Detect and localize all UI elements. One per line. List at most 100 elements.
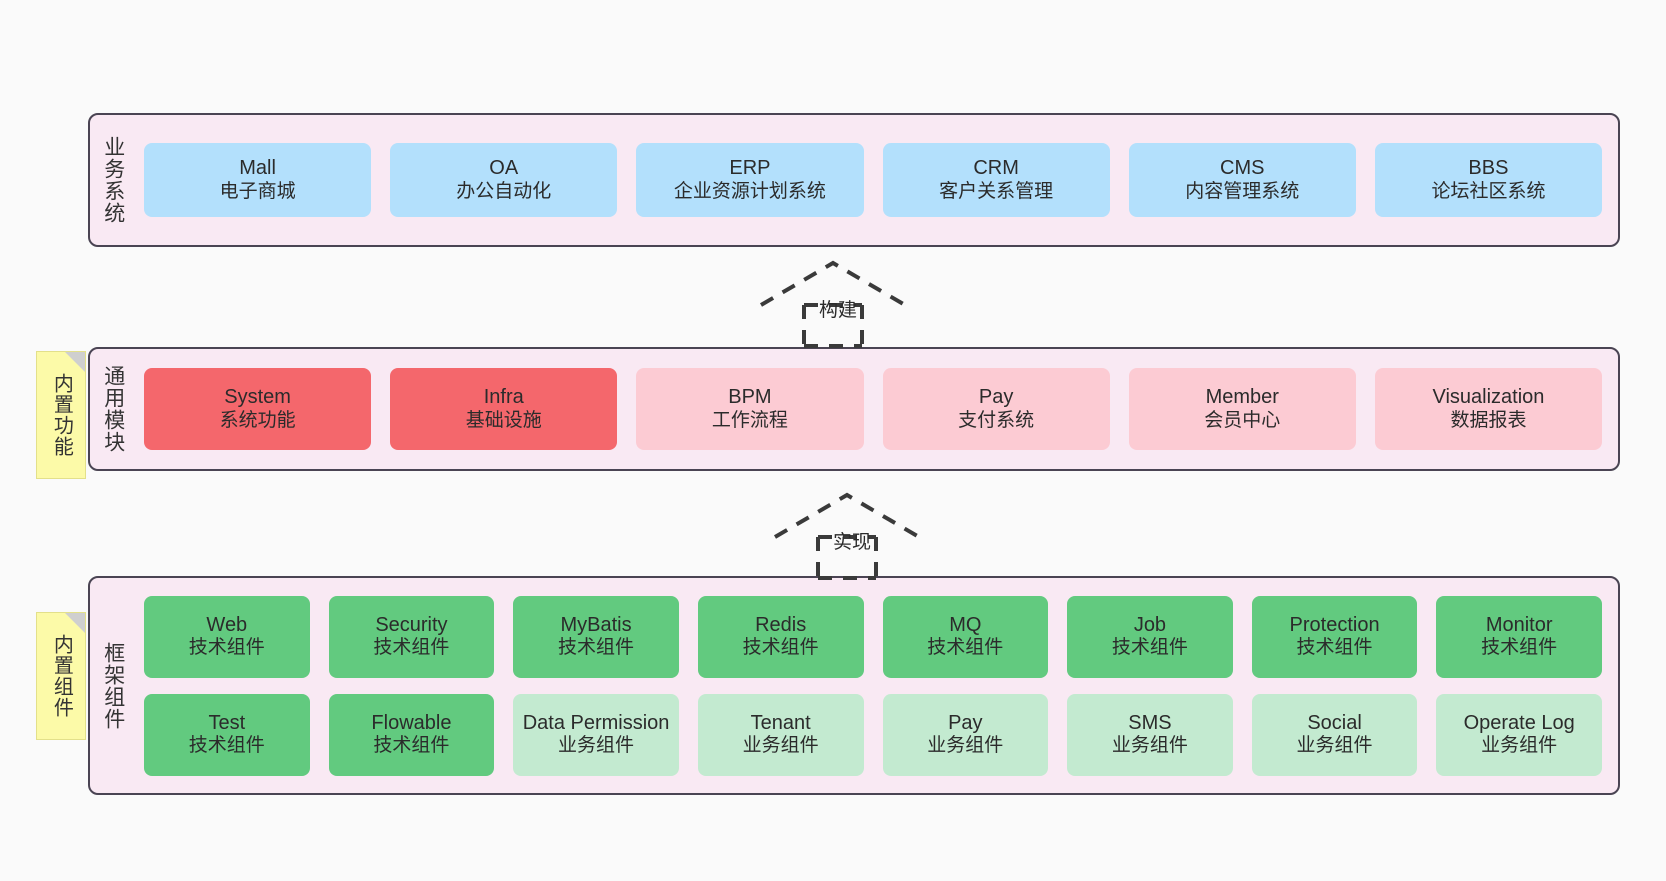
relation-implement-arrow-icon [773,492,921,580]
box-flowable[interactable]: Flowable 技术组件 [328,693,495,776]
box-member-en: Member [1205,386,1279,408]
box-mall[interactable]: Mall 电子商城 [144,143,372,217]
box-monitor-cn: 技术组件 [1481,637,1558,659]
box-crm[interactable]: CRM 客户关系管理 [882,143,1110,217]
box-bpm-cn: 工作流程 [711,409,788,431]
box-cms-en: CMS [1220,157,1265,179]
box-erp-cn: 企业资源计划系统 [673,180,826,202]
relation-build: 构建 [757,258,909,348]
box-system-cn: 系统功能 [219,409,296,431]
box-infra-en: Infra [483,386,524,408]
box-redis-en: Redis [755,613,807,636]
box-mq-cn: 技术组件 [927,637,1004,659]
box-web-cn: 技术组件 [188,637,265,659]
layer-business-systems-title: 业务系统 [101,136,125,224]
relation-build-arrow-icon [759,260,907,348]
box-job-cn: 技术组件 [1111,637,1188,659]
box-security[interactable]: Security 技术组件 [328,595,495,678]
box-protection-en: Protection [1289,613,1380,636]
box-member[interactable]: Member 会员中心 [1128,368,1356,450]
layer-business-systems: 业务系统 Mall 电子商城 OA 办公自动化 ERP 企业资源计划系统 CRM… [88,113,1620,247]
box-flowable-cn: 技术组件 [373,735,450,757]
box-mybatis-en: MyBatis [560,613,632,636]
layer-framework-components-body: Web 技术组件 Security 技术组件 MyBatis 技术组件 Redi… [136,578,1618,793]
box-bpm[interactable]: BPM 工作流程 [636,368,864,450]
box-web[interactable]: Web 技术组件 [144,595,310,678]
box-redis-cn: 技术组件 [742,637,819,659]
box-pay-component[interactable]: Pay 业务组件 [882,693,1049,776]
box-data-permission-cn: 业务组件 [558,735,635,757]
box-bbs-cn: 论坛社区系统 [1431,180,1546,202]
note-fold-corner-icon [65,613,85,633]
layer-common-modules-body: System 系统功能 Infra 基础设施 BPM 工作流程 Pay 支付系统… [136,349,1618,469]
box-sms[interactable]: SMS 业务组件 [1067,693,1233,776]
box-visualization-cn: 数据报表 [1450,409,1527,431]
box-mall-en: Mall [239,157,276,179]
box-protection-cn: 技术组件 [1296,637,1373,659]
box-pay-component-en: Pay [948,711,983,734]
layer-framework-components-title: 框架组件 [101,641,125,730]
layer-common-modules: 通用模块 System 系统功能 Infra 基础设施 BPM 工作流程 Pay… [88,347,1620,471]
box-bbs[interactable]: BBS 论坛社区系统 [1374,143,1603,217]
box-tenant-en: Tenant [750,711,811,734]
note-builtin-components-label: 内置组件 [50,634,73,718]
layer-business-systems-row: Mall 电子商城 OA 办公自动化 ERP 企业资源计划系统 CRM 客户关系… [144,143,1603,217]
box-crm-en: CRM [973,157,1019,179]
box-pay-module-en: Pay [978,386,1014,408]
box-erp[interactable]: ERP 企业资源计划系统 [636,143,864,217]
layer-framework-components-row-tech: Web 技术组件 Security 技术组件 MyBatis 技术组件 Redi… [144,595,1602,678]
box-job-en: Job [1133,613,1167,636]
box-sms-en: SMS [1128,711,1172,734]
layer-framework-components-row-business: Test 技术组件 Flowable 技术组件 Data Permission … [144,693,1602,776]
note-fold-corner-icon [65,352,85,372]
layer-framework-components: 框架组件 Web 技术组件 Security 技术组件 MyBatis 技术组件… [88,576,1620,795]
box-monitor[interactable]: Monitor 技术组件 [1436,595,1602,678]
box-bbs-en: BBS [1468,157,1509,179]
box-infra[interactable]: Infra 基础设施 [390,368,618,450]
box-flowable-en: Flowable [371,711,452,734]
box-social-cn: 业务组件 [1296,735,1373,757]
box-visualization[interactable]: Visualization 数据报表 [1374,368,1603,450]
box-pay-module-cn: 支付系统 [958,409,1035,431]
note-builtin-components: 内置组件 [36,612,86,740]
box-bpm-en: BPM [728,386,772,408]
layer-common-modules-row: System 系统功能 Infra 基础设施 BPM 工作流程 Pay 支付系统… [144,368,1603,450]
box-oa-cn: 办公自动化 [456,180,552,202]
box-security-en: Security [375,613,448,636]
layer-common-modules-title: 通用模块 [101,365,125,453]
box-redis[interactable]: Redis 技术组件 [697,595,864,678]
box-test[interactable]: Test 技术组件 [144,693,310,776]
box-pay-component-cn: 业务组件 [927,735,1004,757]
note-builtin-features: 内置功能 [36,351,86,479]
box-data-permission[interactable]: Data Permission 业务组件 [513,693,679,776]
box-cms-cn: 内容管理系统 [1185,180,1300,202]
box-oa-en: OA [489,157,519,179]
box-social[interactable]: Social 业务组件 [1251,693,1418,776]
box-web-en: Web [206,613,248,636]
relation-implement: 实现 [771,490,923,580]
box-tenant[interactable]: Tenant 业务组件 [697,693,864,776]
box-operate-log[interactable]: Operate Log 业务组件 [1436,693,1602,776]
box-operate-log-cn: 业务组件 [1481,735,1558,757]
box-mq[interactable]: MQ 技术组件 [882,595,1049,678]
box-mq-en: MQ [949,613,982,636]
box-job[interactable]: Job 技术组件 [1067,595,1233,678]
box-tenant-cn: 业务组件 [742,735,819,757]
box-operate-log-en: Operate Log [1463,711,1575,734]
box-system-en: System [224,386,291,408]
box-mybatis[interactable]: MyBatis 技术组件 [513,595,679,678]
box-oa[interactable]: OA 办公自动化 [390,143,618,217]
relation-build-label: 构建 [819,300,858,321]
box-protection[interactable]: Protection 技术组件 [1251,595,1418,678]
box-system[interactable]: System 系统功能 [144,368,372,450]
box-test-en: Test [208,711,246,734]
box-cms[interactable]: CMS 内容管理系统 [1128,143,1356,217]
box-data-permission-en: Data Permission [522,711,670,734]
box-pay-module[interactable]: Pay 支付系统 [882,368,1110,450]
box-mall-cn: 电子商城 [219,180,296,202]
box-social-en: Social [1307,711,1362,734]
box-crm-cn: 客户关系管理 [939,180,1054,202]
layer-business-systems-body: Mall 电子商城 OA 办公自动化 ERP 企业资源计划系统 CRM 客户关系… [136,115,1618,245]
note-builtin-features-label: 内置功能 [50,373,73,457]
